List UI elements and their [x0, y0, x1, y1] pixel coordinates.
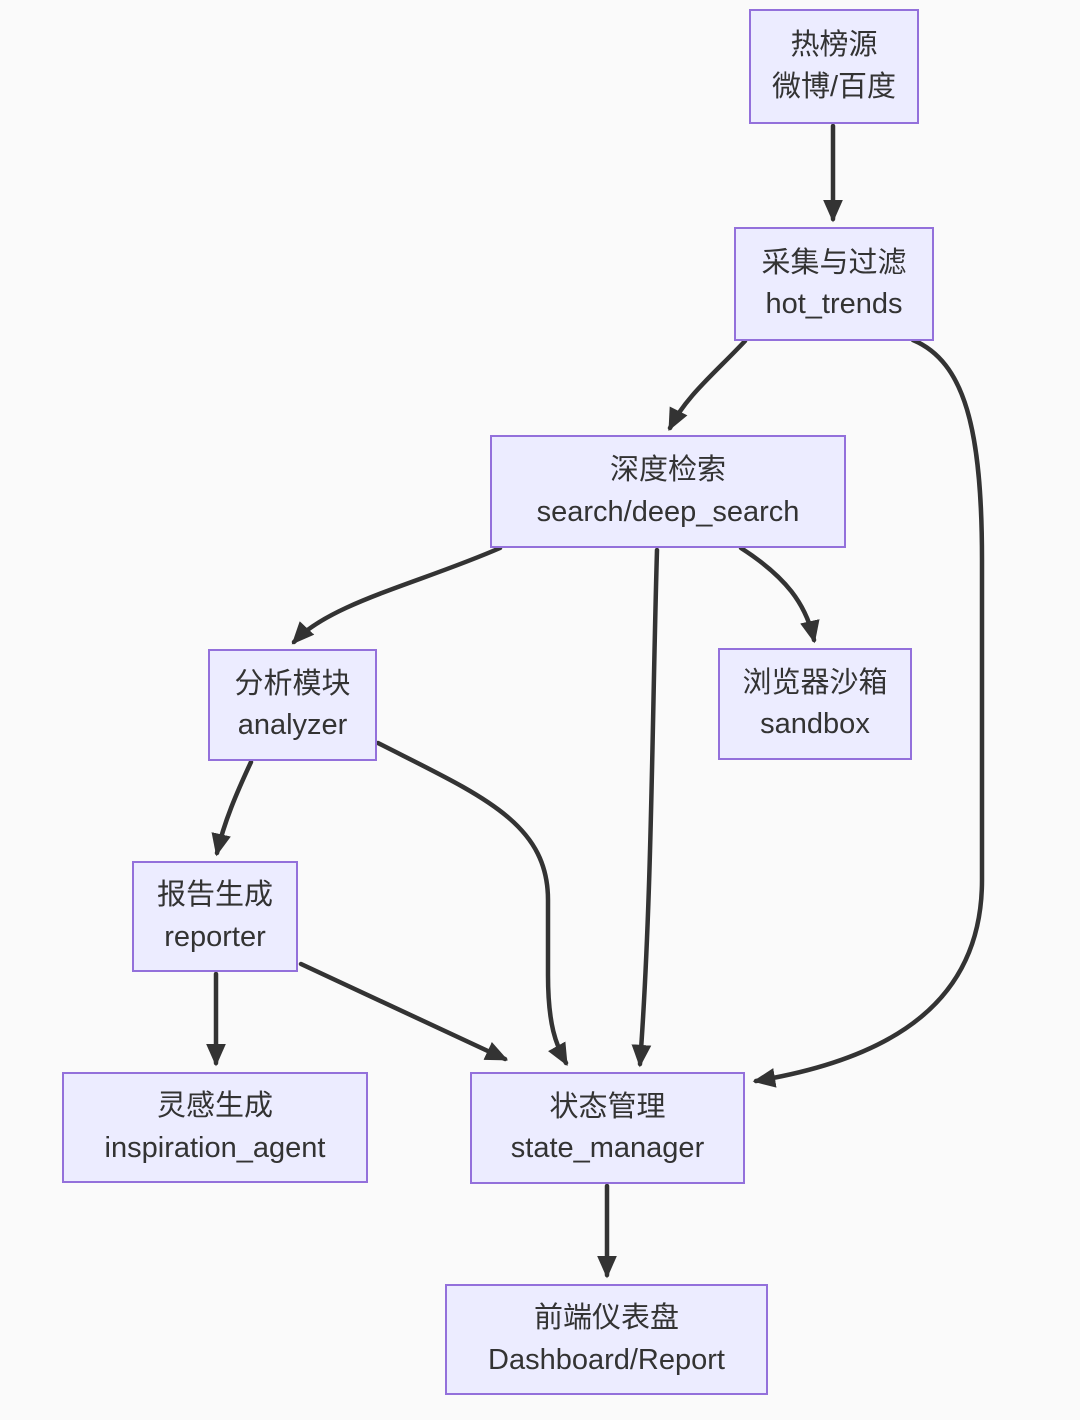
edge-hot-trends-to-deep-search [667, 338, 748, 432]
node-analyzer: 分析模块 analyzer [208, 649, 377, 761]
edge-deep-search-to-analyzer [291, 545, 503, 645]
node-source-label-secondary: 微博/百度 [771, 70, 897, 103]
edge-deep-search-to-state-manager [631, 547, 660, 1068]
edge-hot-trends-to-state-manager [752, 337, 985, 1088]
node-inspiration: 灵感生成 inspiration_agent [62, 1072, 368, 1183]
node-sandbox: 浏览器沙箱 sandbox [718, 648, 912, 760]
node-dashboard-label-primary: 前端仪表盘 [533, 1302, 679, 1335]
node-reporter-label-primary: 报告生成 [156, 879, 273, 912]
node-dashboard: 前端仪表盘 Dashboard/Report [445, 1284, 768, 1395]
node-state-manager: 状态管理 state_manager [470, 1072, 745, 1184]
node-analyzer-label-primary: 分析模块 [234, 667, 351, 700]
node-inspiration-label-secondary: inspiration_agent [104, 1131, 326, 1164]
node-deep-search-label-primary: 深度检索 [609, 454, 726, 487]
node-state-manager-label-primary: 状态管理 [549, 1090, 666, 1123]
node-dashboard-label-secondary: Dashboard/Report [488, 1343, 725, 1376]
edge-reporter-to-state-manager [298, 961, 509, 1062]
node-hot-trends: 采集与过滤 hot_trends [734, 227, 934, 341]
edge-analyzer-to-reporter [211, 759, 254, 857]
edge-deep-search-to-sandbox [738, 545, 820, 644]
node-reporter: 报告生成 reporter [132, 861, 298, 972]
node-sandbox-label-secondary: sandbox [760, 708, 870, 740]
node-deep-search-label-secondary: search/deep_search [536, 495, 800, 528]
node-source: 热榜源微博/百度 [749, 9, 919, 124]
node-sandbox-label-primary: 浏览器沙箱 [742, 666, 888, 699]
node-deep-search: 深度检索 search/deep_search [490, 435, 846, 548]
node-source-label-primary: 热榜源 [790, 29, 878, 62]
node-reporter-label-secondary: reporter [164, 920, 266, 953]
node-hot-trends-label-secondary: hot_trends [765, 288, 903, 320]
node-inspiration-label-primary: 灵感生成 [156, 1090, 273, 1123]
node-analyzer-label-secondary: analyzer [237, 709, 348, 741]
node-hot-trends-label-primary: 采集与过滤 [761, 246, 907, 279]
node-state-manager-label-secondary: state_manager [510, 1132, 705, 1164]
edge-analyzer-to-state-manager [375, 740, 569, 1066]
